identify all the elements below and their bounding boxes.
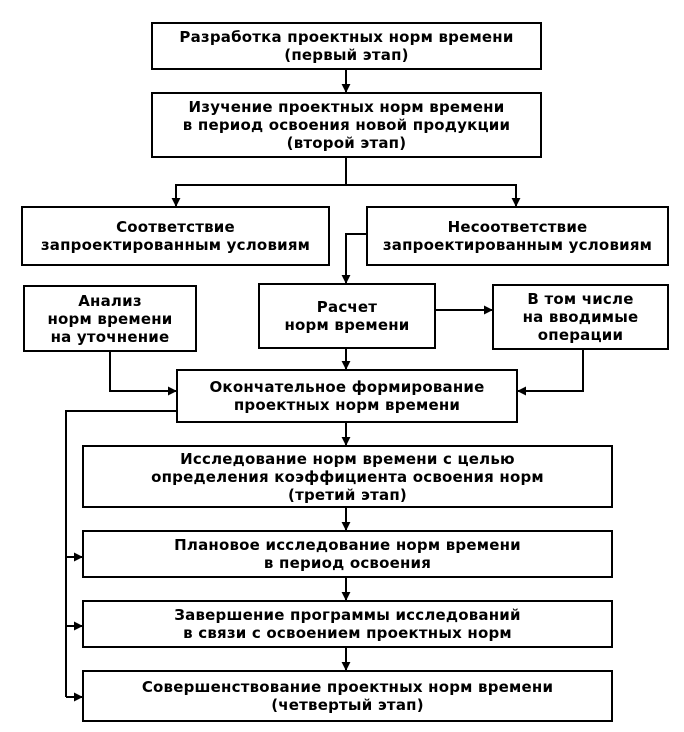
box-line: норм времени [284, 316, 410, 334]
box-line: определения коэффициента освоения норм [151, 467, 544, 486]
box-line: Несоответствие [447, 218, 588, 236]
box-line: в связи с освоением проектных норм [183, 624, 512, 642]
box-line: в период освоения новой продукции [182, 116, 511, 134]
box-line: Плановое исследование норм времени [174, 536, 521, 554]
arrow-new-ops-to-final [517, 350, 584, 396]
box-line: на уточнение [50, 327, 170, 346]
box-line: (первый этап) [284, 46, 409, 64]
arrow-to-mismatch [346, 184, 521, 207]
box-line: Изучение проектных норм времени [188, 98, 505, 116]
box-line: Окончательное формирование [209, 378, 485, 396]
box-line: (третий этап) [288, 485, 407, 504]
box-line: (четвертый этап) [271, 696, 424, 714]
arrow-to-match [171, 158, 347, 207]
box-line: Анализ [78, 291, 142, 310]
box-line: Расчет [316, 298, 378, 316]
box-line: Соответствие [116, 218, 235, 236]
box-line: запроектированным условиям [382, 236, 653, 254]
box-stage1-development: Разработка проектных норм времени(первый… [151, 22, 542, 70]
box-line: на вводимые [522, 308, 639, 326]
box-line: норм времени [47, 309, 173, 328]
box-line: запроектированным условиям [40, 236, 311, 254]
arrow-mismatch-to-calc [341, 233, 366, 284]
box-line: Завершение программы исследований [174, 606, 521, 624]
box-line: Разработка проектных норм времени [179, 28, 514, 46]
box-stage4-improvement: Совершенствование проектных норм времени… [82, 670, 613, 722]
box-line: Исследование норм времени с целью [180, 449, 515, 468]
box-line: в период освоения [263, 554, 432, 572]
feedback-bus-line [65, 410, 176, 697]
box-line: (второй этап) [286, 134, 407, 152]
box-line: проектных норм времени [233, 396, 461, 414]
arrow-analysis-to-final [109, 352, 177, 396]
box-line: В том числе [527, 290, 634, 308]
box-line: операции [537, 326, 624, 344]
box-line: Совершенствование проектных норм времени [141, 678, 554, 696]
